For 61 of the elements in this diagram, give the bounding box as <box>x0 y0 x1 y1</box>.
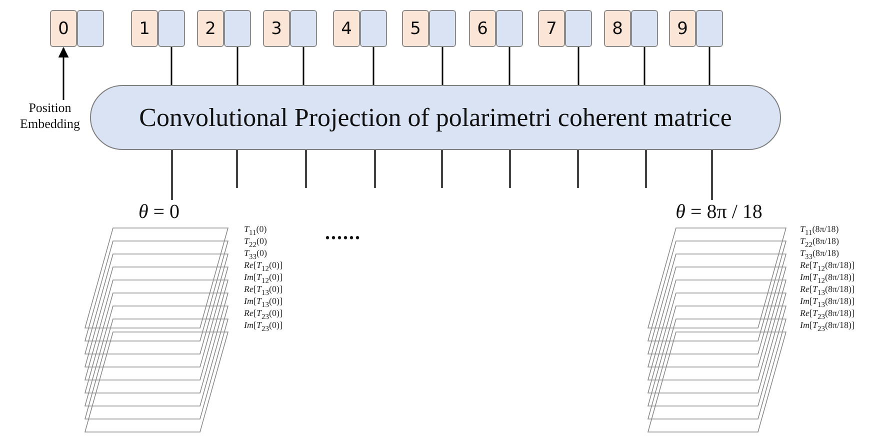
channel-label: T$_{22}$(0) <box>244 236 268 250</box>
connector-line <box>171 150 173 200</box>
position-token: 1 <box>131 10 158 47</box>
connector-line <box>644 47 646 85</box>
position-token: 7 <box>538 10 565 47</box>
position-token: 0 <box>50 10 77 47</box>
position-token: 8 <box>604 10 631 47</box>
connector-line <box>711 150 713 200</box>
channel-label: Im[T$_{23}$(0)] <box>244 320 283 334</box>
position-token: 9 <box>669 10 696 47</box>
channel-label: Im[T$_{12}$(0)] <box>244 272 283 286</box>
position-token: 4 <box>333 10 360 47</box>
angle-label: θ = 0 <box>137 200 181 224</box>
position-token: 2 <box>197 10 224 47</box>
channel-label: Re[T$_{23}$(8π/18)] <box>800 308 855 322</box>
angle-label: θ = 8π / 18 <box>674 200 764 224</box>
patch-token <box>290 10 317 47</box>
channel-label: Re[T$_{13}$(8π/18)] <box>800 284 855 298</box>
channel-label: T$_{22}$(8π/18) <box>800 236 840 250</box>
ellipsis: ...... <box>325 222 361 245</box>
projection-block: Convolutional Projection of polarimetri coherent matrice <box>90 85 781 150</box>
connector-line <box>372 47 374 85</box>
connector-line <box>577 150 579 188</box>
position-token: 3 <box>263 10 290 47</box>
connector-line <box>236 150 238 188</box>
patch-token <box>77 10 104 47</box>
connector-line <box>302 47 304 85</box>
connector-line <box>708 47 710 85</box>
patch-token <box>496 10 523 47</box>
patch-token <box>360 10 387 47</box>
connector-line <box>170 47 172 85</box>
connector-line <box>441 150 443 188</box>
channel-label: Re[T$_{12}$(8π/18)] <box>800 260 855 274</box>
patch-token <box>565 10 592 47</box>
connector-line <box>578 47 580 85</box>
patch-token <box>158 10 185 47</box>
channel-label: Re[T$_{23}$(0)] <box>244 308 283 322</box>
connector-line <box>509 150 511 188</box>
connector-line <box>442 47 444 85</box>
connector-line <box>374 150 376 188</box>
channel-label: Im[T$_{23}$(8π/18)] <box>800 320 855 334</box>
connector-line <box>305 150 307 188</box>
channel-label: Re[T$_{12}$(0)] <box>244 260 283 274</box>
channel-label: Im[T$_{12}$(8π/18)] <box>800 272 855 286</box>
arrow <box>58 46 69 100</box>
position-token: 6 <box>469 10 496 47</box>
channel-label: Im[T$_{13}$(0)] <box>244 296 283 310</box>
connector-line <box>508 47 510 85</box>
patch-token <box>429 10 456 47</box>
patch-token <box>224 10 251 47</box>
patch-token <box>631 10 658 47</box>
position-token: 5 <box>402 10 429 47</box>
channel-label: T$_{33}$(8π/18) <box>800 248 840 262</box>
channel-label: T$_{11}$(8π/18) <box>800 224 839 238</box>
channel-label: Re[T$_{13}$(0)] <box>244 284 283 298</box>
channel-label: Im[T$_{13}$(8π/18)] <box>800 296 855 310</box>
connector-line <box>236 47 238 85</box>
connector-line <box>645 150 647 188</box>
patch-token <box>696 10 723 47</box>
channel-label: T$_{11}$(0) <box>244 224 267 238</box>
channel-label: T$_{33}$(0) <box>244 248 268 262</box>
